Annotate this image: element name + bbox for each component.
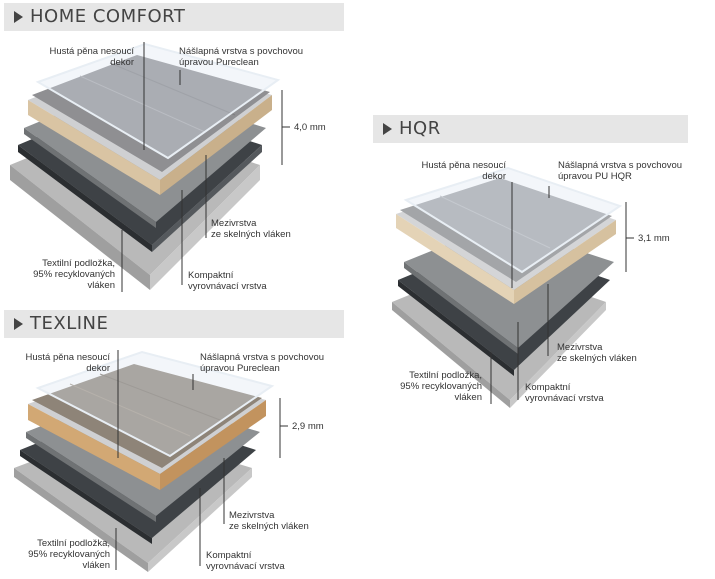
section-title: TEXLINE: [30, 313, 109, 334]
glass-fibre-label: Mezivrstva ze skelných vláken: [557, 342, 637, 364]
compact-layer-label: Kompaktní vyrovnávací vrstva: [188, 270, 267, 292]
label-line: vláken: [82, 560, 110, 571]
label-line: Nášlapná vrstva s povchovou: [179, 46, 304, 57]
compact-layer-label: Kompaktní vyrovnávací vrstva: [206, 550, 285, 572]
label-line: Hustá pěna nesoucí: [25, 352, 110, 363]
label-line: 95% recyklovaných: [28, 549, 110, 560]
label-line: Mezivrstva: [557, 342, 603, 353]
section-header: HOME COMFORT: [4, 3, 344, 31]
decor-label: Hustá pěna nesoucí dekor: [4, 352, 110, 374]
panel-texline: TEXLINE Hustá pěna nesoucí dekor Nášlapn…: [0, 308, 350, 579]
label-line: Kompaktní: [525, 382, 571, 393]
layer-stack-illustration: [10, 42, 290, 292]
compact-layer-label: Kompaktní vyrovnávací vrstva: [525, 382, 604, 404]
foam-layer: [396, 214, 514, 304]
label-line: Nášlapná vrstva s povchovou: [558, 160, 683, 171]
label-line: vláken: [454, 392, 482, 403]
label-line: úpravou Pureclean: [200, 363, 280, 374]
label-line: Hustá pěna nesoucí: [421, 160, 506, 171]
wear-layer-label: Nášlapná vrstva s povchovou úpravou Pure…: [200, 352, 324, 374]
foam-layer: [28, 100, 160, 195]
label-line: Hustá pěna nesoucí: [49, 46, 134, 57]
glass-fibre-label: Mezivrstva ze skelných vláken: [211, 218, 291, 240]
label-line: Mezivrstva: [211, 218, 257, 229]
section-header: TEXLINE: [4, 310, 344, 338]
label-line: vyrovnávací vrstva: [188, 281, 267, 292]
section-title: HOME COMFORT: [30, 6, 186, 27]
label-line: Textilní podložka,: [37, 538, 110, 549]
label-line: ze skelných vláken: [211, 229, 291, 240]
label-line: dekor: [86, 363, 110, 374]
label-line: ze skelných vláken: [557, 353, 637, 364]
triangle-bullet-icon: [383, 123, 392, 135]
label-line: dekor: [482, 171, 506, 182]
label-line: Mezivrstva: [229, 510, 275, 521]
triangle-bullet-icon: [14, 318, 23, 330]
section-title: HQR: [399, 118, 441, 139]
label-line: vyrovnávací vrstva: [525, 393, 604, 404]
wear-layer-label: Nášlapná vrstva s povchovou úpravou Pure…: [179, 46, 303, 68]
decor-label: Hustá pěna nesoucí dekor: [400, 160, 506, 182]
label-line: 95% recyklovaných: [33, 269, 115, 280]
glass-fibre-label: Mezivrstva ze skelných vláken: [229, 510, 309, 532]
wear-layer-label: Nášlapná vrstva s povchovou úpravou PU H…: [558, 160, 682, 182]
panel-hqr: HQR Hustá pěna nesoucí dekor Nášlapná vr…: [370, 112, 715, 412]
triangle-bullet-icon: [14, 11, 23, 23]
layer-stack-illustration: [14, 350, 288, 572]
thickness-label: 3,1 mm: [638, 233, 670, 244]
textile-label: Textilní podložka, 95% recyklovaných vlá…: [376, 370, 482, 403]
panel-home-comfort: HOME COMFORT Hustá pěna nesoucí dek: [0, 0, 350, 300]
label-line: 95% recyklovaných: [400, 381, 482, 392]
section-header: HQR: [373, 115, 688, 143]
textile-label: Textilní podložka, 95% recyklovaných vlá…: [10, 258, 115, 291]
label-line: Textilní podložka,: [409, 370, 482, 381]
thickness-label: 2,9 mm: [292, 421, 324, 432]
label-line: ze skelných vláken: [229, 521, 309, 532]
label-line: vláken: [87, 280, 115, 291]
thickness-label: 4,0 mm: [294, 122, 326, 133]
label-line: Kompaktní: [206, 550, 252, 561]
label-line: dekor: [110, 57, 134, 68]
label-line: úpravou Pureclean: [179, 57, 259, 68]
label-line: úpravou PU HQR: [558, 171, 632, 182]
label-line: vyrovnávací vrstva: [206, 561, 285, 572]
label-line: Nášlapná vrstva s povchovou: [200, 352, 325, 363]
foam-layer: [28, 404, 160, 490]
layer-stack-illustration: [392, 166, 634, 408]
label-line: Textilní podložka,: [42, 258, 115, 269]
decor-label: Hustá pěna nesoucí dekor: [30, 46, 134, 68]
textile-label: Textilní podložka, 95% recyklovaných vlá…: [4, 538, 110, 571]
label-line: Kompaktní: [188, 270, 234, 281]
